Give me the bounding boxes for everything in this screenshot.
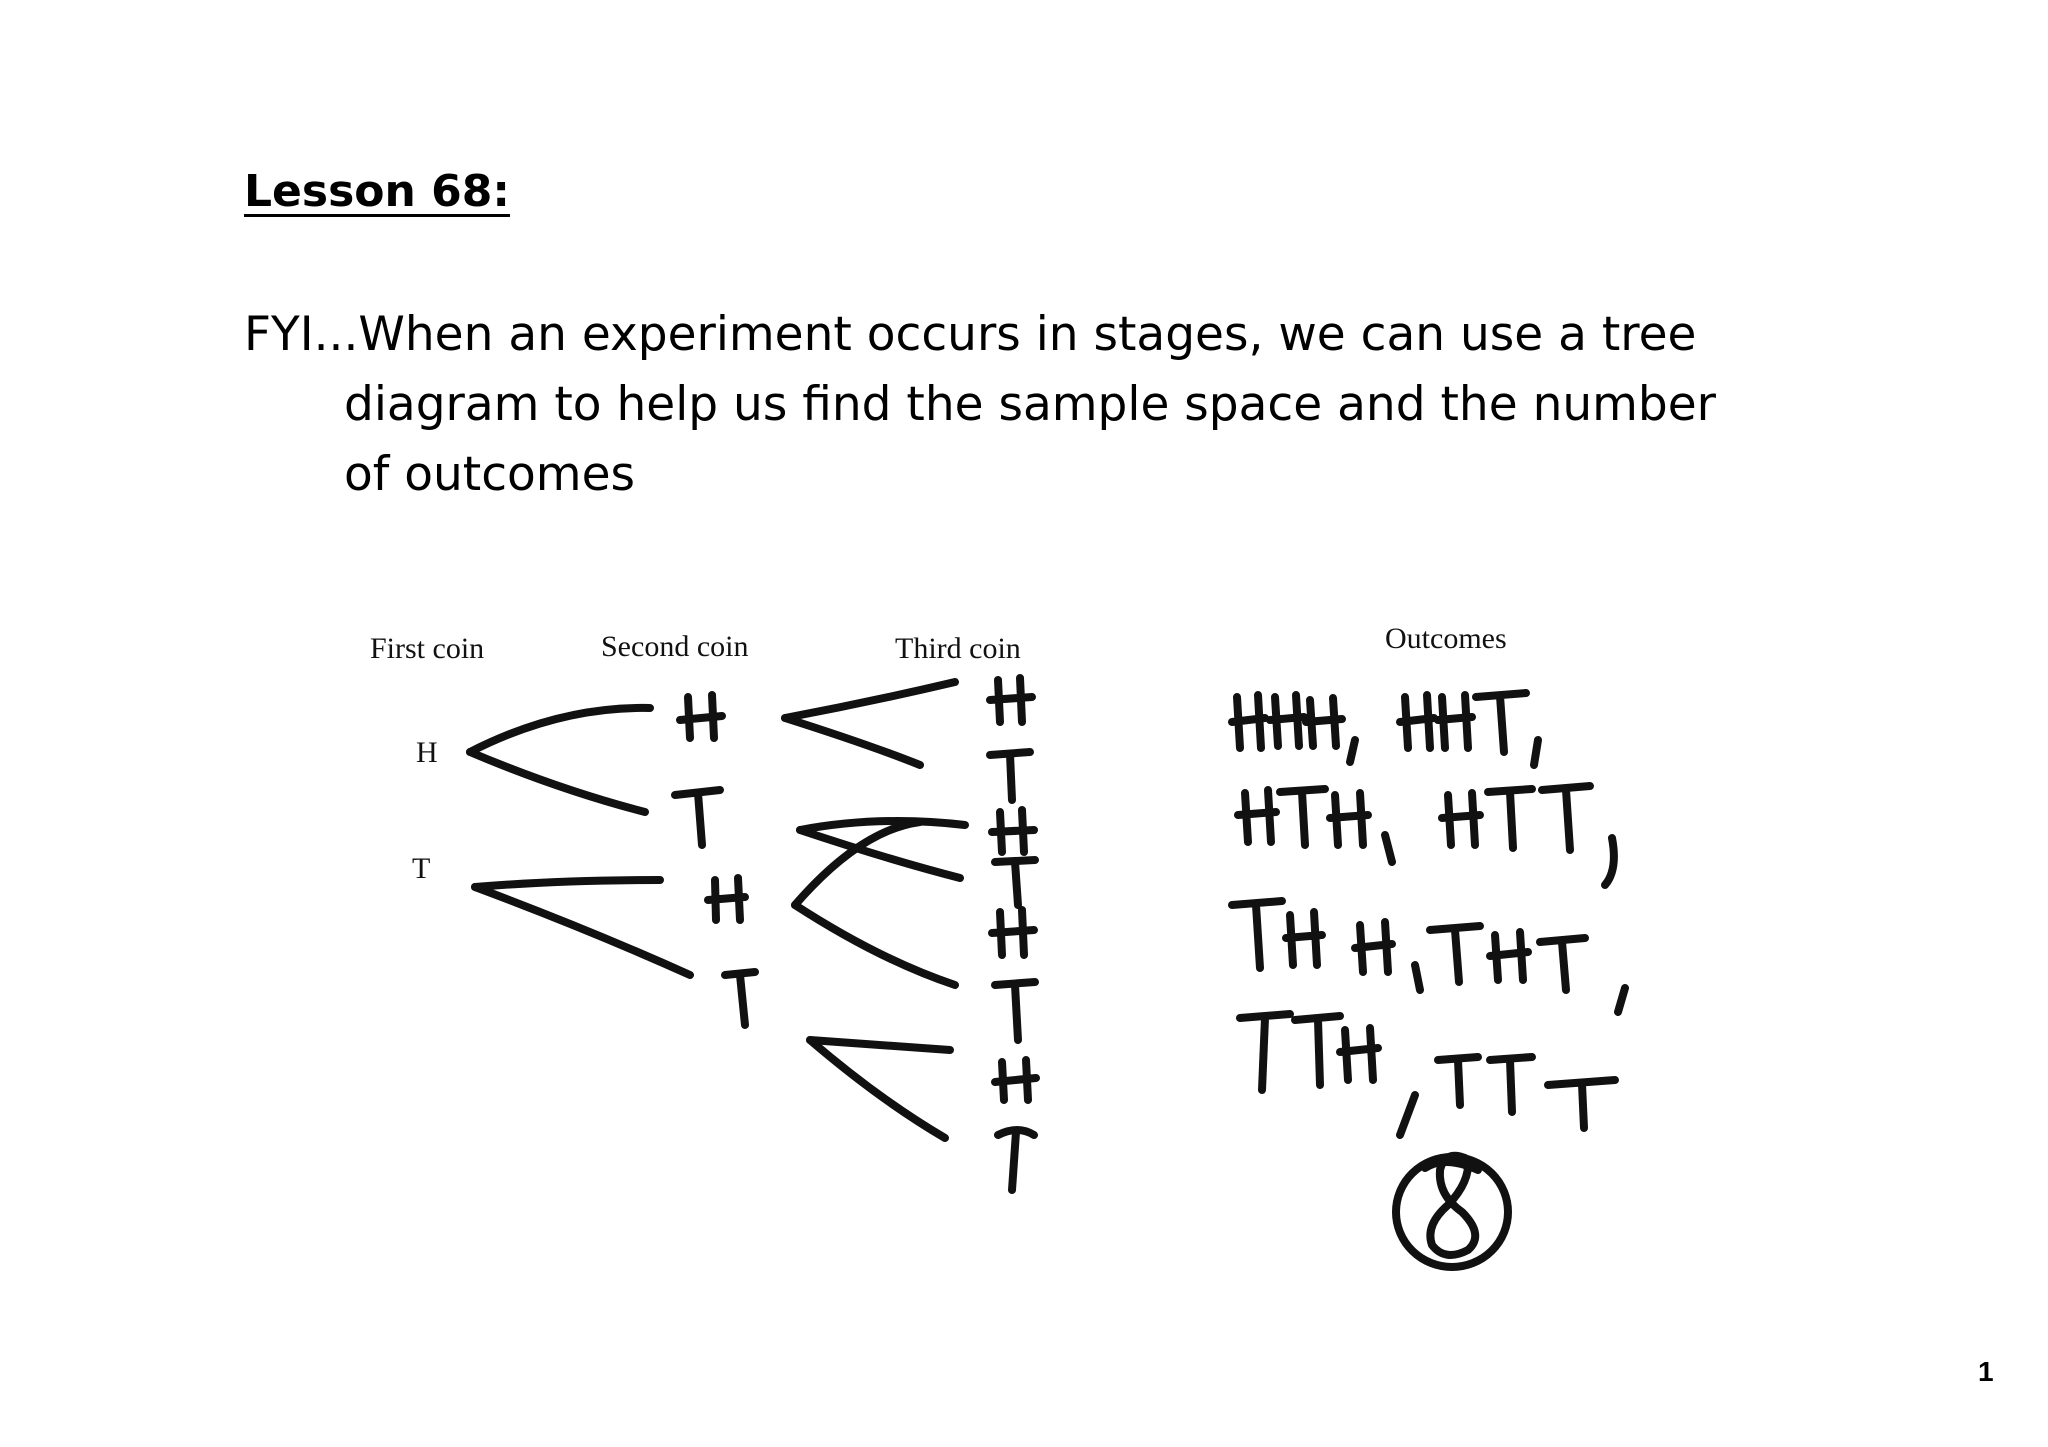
branches-second-to-third: [781, 678, 969, 1142]
second-coin-t1: [671, 786, 724, 849]
first-coin-tails-label: T: [412, 852, 431, 885]
page-number: 1: [1978, 1356, 1994, 1387]
second-coin-header: Second coin: [601, 630, 749, 663]
second-coin-h2: [704, 874, 749, 924]
lesson-title: Lesson 68:: [244, 166, 510, 217]
branches-first-to-second: [466, 703, 694, 979]
fyi-line-2: diagram to help us find the sample space…: [344, 377, 1716, 432]
second-coin-h1: [676, 691, 726, 742]
fyi-line-3: of outcomes: [344, 447, 635, 502]
fyi-paragraph: FYI...When an experiment occurs in stage…: [244, 300, 1744, 510]
third-coin-letters: [986, 674, 1040, 1194]
total-outcomes-circled-8: [1392, 1151, 1512, 1271]
fyi-line-1: FYI...When an experiment occurs in stage…: [244, 307, 1697, 362]
second-coin-t2: [721, 968, 759, 1029]
outcomes-handwriting: [1228, 689, 1629, 1139]
third-coin-header: Third coin: [895, 632, 1021, 665]
outcomes-header: Outcomes: [1385, 622, 1507, 655]
first-coin-heads-label: H: [416, 736, 438, 769]
second-coin-letters: [671, 691, 759, 1029]
first-coin-header: First coin: [370, 632, 485, 665]
